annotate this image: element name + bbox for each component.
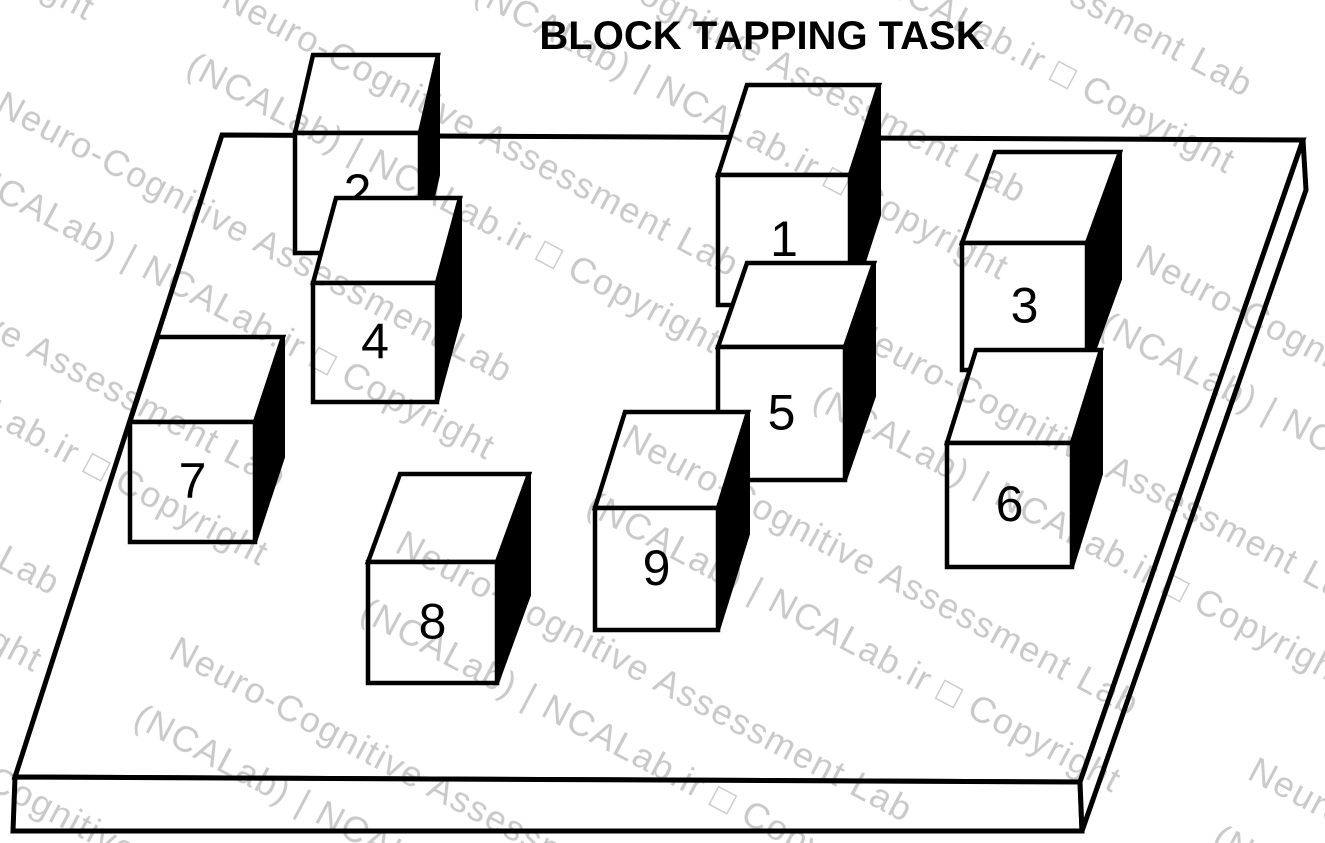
cube-7-label: 7: [179, 453, 207, 509]
cube-6[interactable]: 6: [943, 347, 1105, 570]
cube-3-label: 3: [1011, 278, 1039, 334]
cube-6-top-face: [943, 347, 1105, 446]
cube-8[interactable]: 8: [364, 471, 533, 686]
cube-9[interactable]: 9: [591, 409, 752, 633]
cube-4-front-face: [310, 280, 440, 405]
cube-7[interactable]: 7: [126, 334, 287, 545]
cube-4-label: 4: [361, 314, 389, 370]
cube-7-front-face: [127, 419, 258, 545]
figure-title: BLOCK TAPPING TASK: [539, 14, 985, 58]
cube-6-front-face: [944, 440, 1075, 570]
board-right-edge: [1077, 139, 1309, 832]
cube-2-top-face: [292, 52, 441, 136]
board-front-edge: [10, 774, 1085, 834]
cube-4-top-face: [310, 195, 463, 286]
cube-9-front-face: [592, 505, 721, 633]
cube-5-label: 5: [768, 385, 796, 441]
cube-8-front-face: [365, 559, 500, 686]
cube-4[interactable]: 4: [310, 195, 463, 405]
cube-3[interactable]: 3: [958, 149, 1124, 373]
cube-5-top-face: [714, 260, 878, 350]
cube-1-label: 1: [770, 211, 798, 267]
cube-6-label: 6: [996, 476, 1024, 532]
cube-8-label: 8: [419, 594, 447, 650]
cube-1-top-face: [714, 82, 883, 178]
cube-7-top-face: [126, 334, 287, 425]
cube-9-label: 9: [643, 540, 671, 596]
